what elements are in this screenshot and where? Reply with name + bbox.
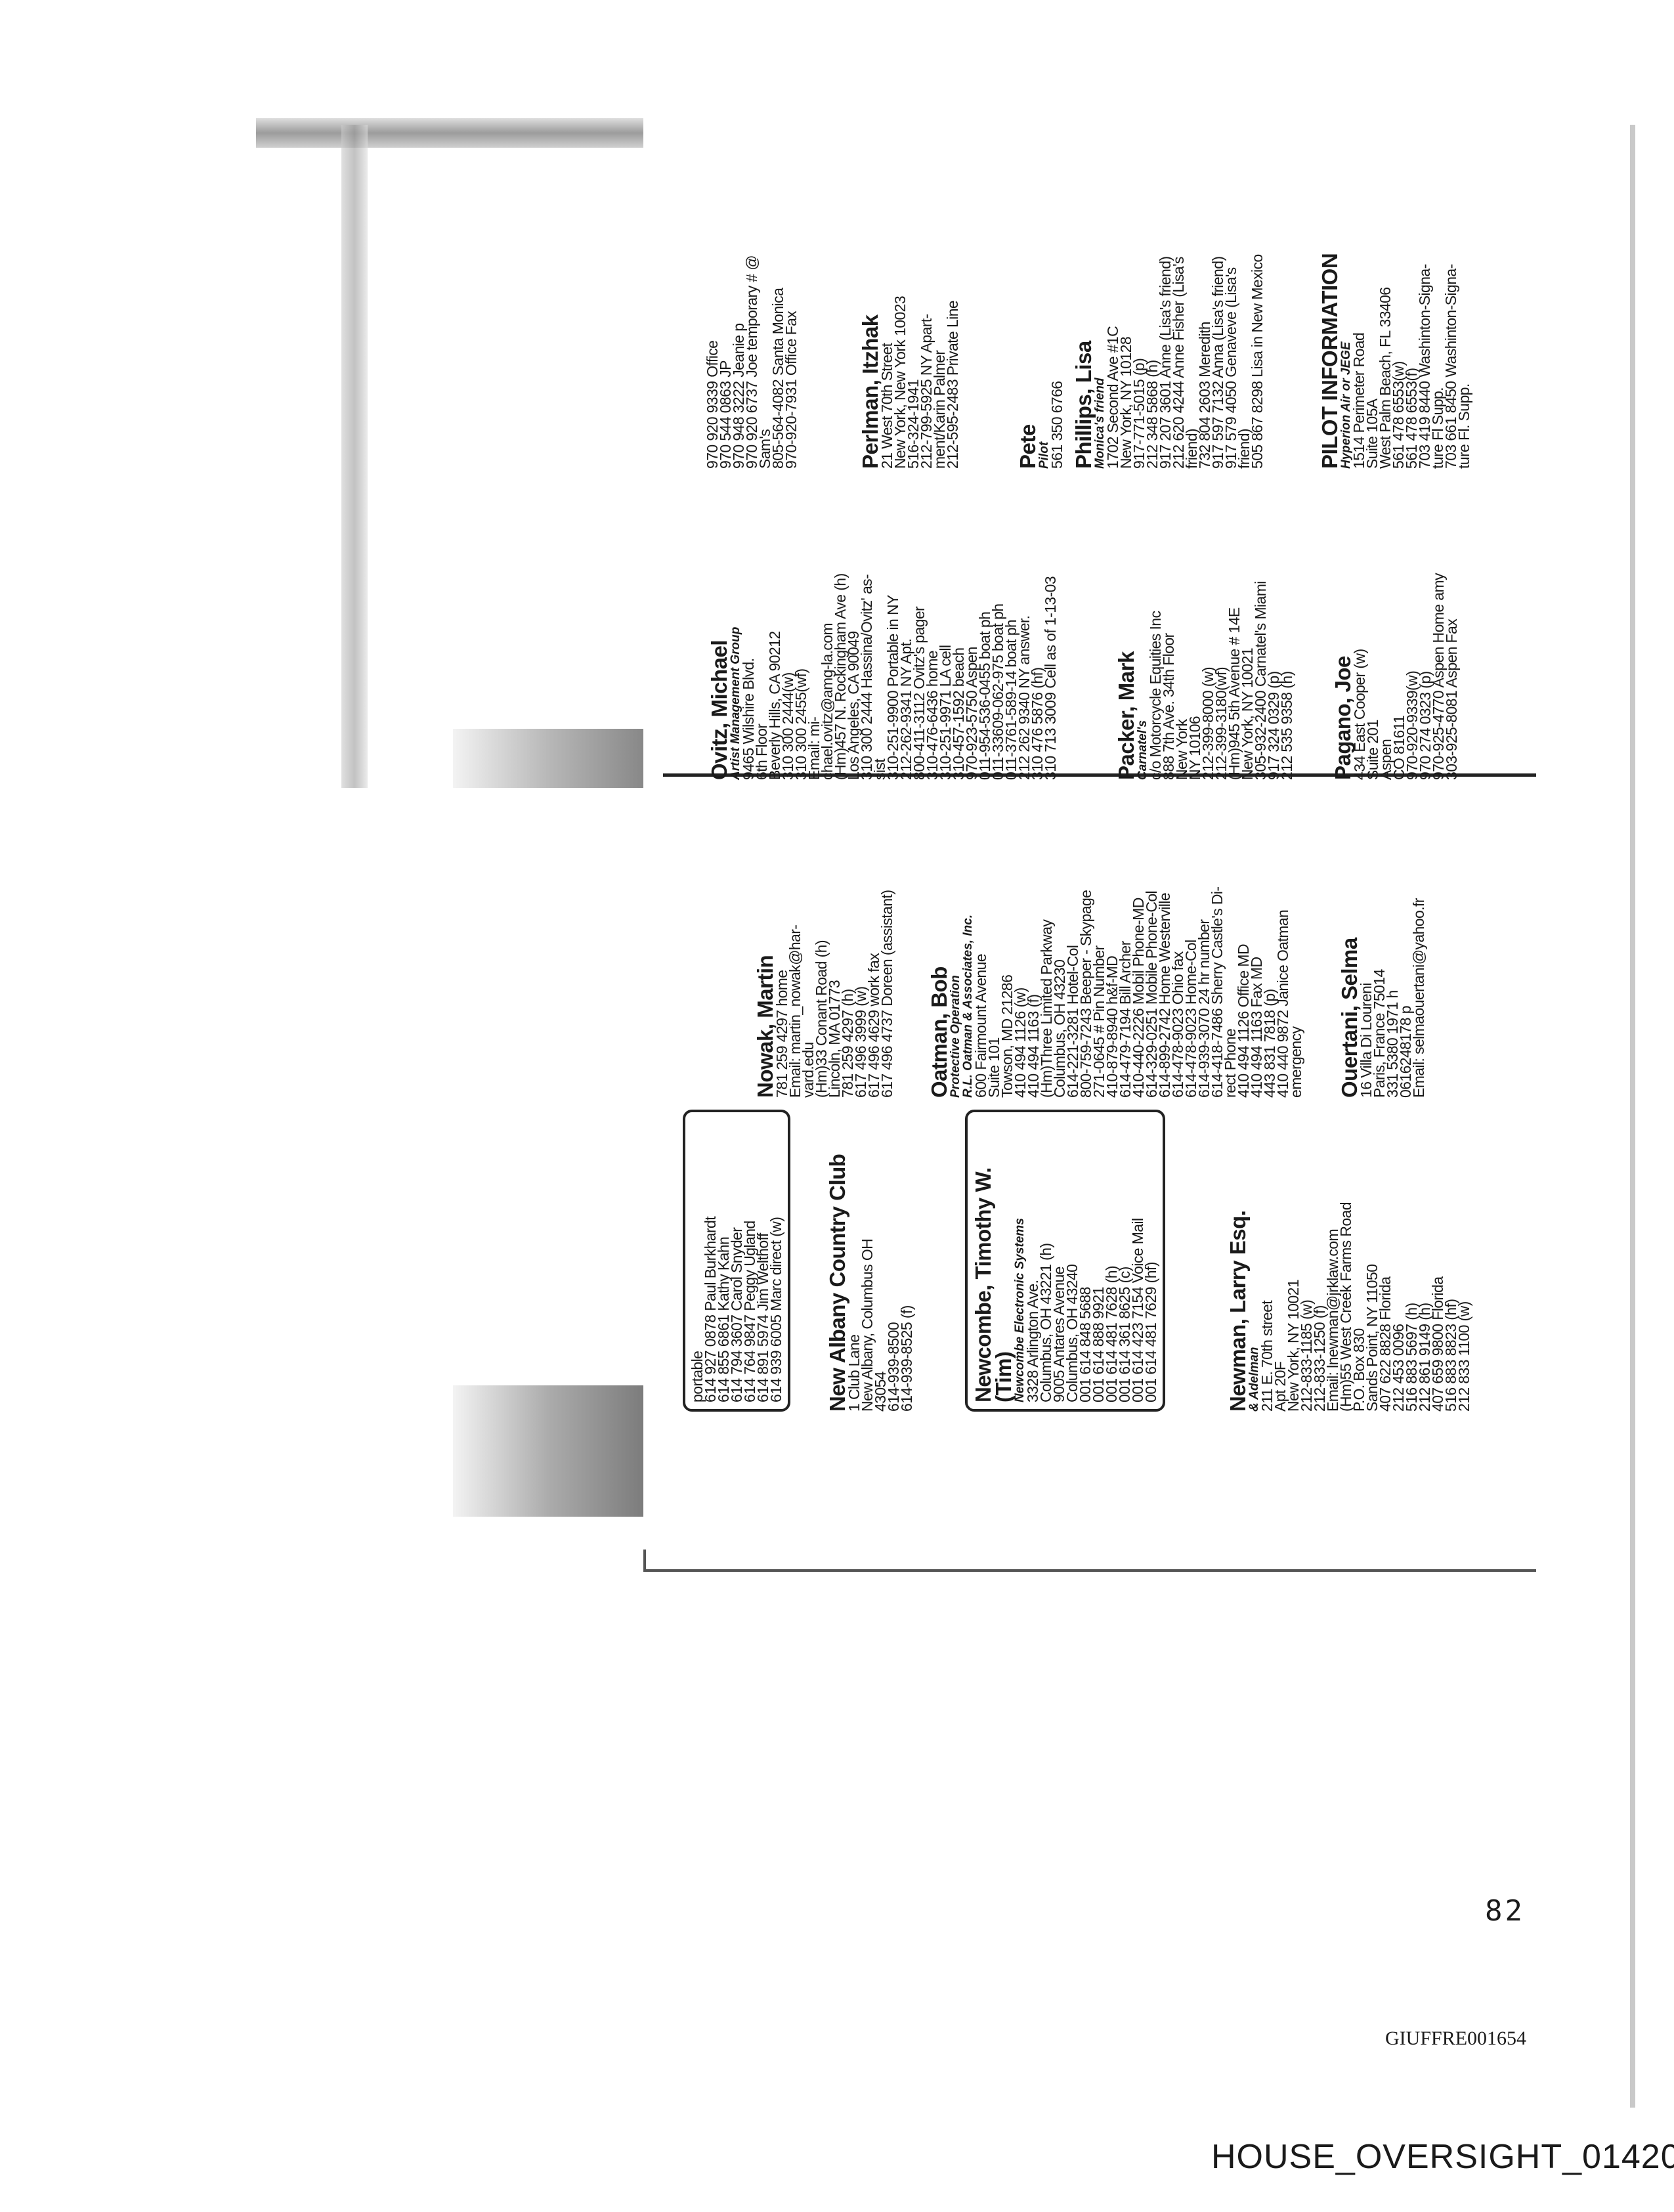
page-corner-line [643, 1550, 646, 1572]
contact-name: Newman, Larry Esq. [1226, 1210, 1250, 1412]
contact-detail-line: New Albany, Columbus OH [859, 1238, 876, 1412]
contact-detail-line: emergency [1287, 1026, 1304, 1098]
page-number: 82 [1485, 1894, 1525, 1928]
contact-name: Ouertani, Selma [1337, 938, 1362, 1098]
contact-detail-line: 303-925-8081 Aspen Fax [1443, 618, 1460, 780]
contact-name: New Albany Country Club [825, 1154, 849, 1412]
page-fold-line [663, 773, 1536, 777]
page-bottom-line [643, 1569, 1536, 1572]
contact-detail-line: 505 867 8298 Lisa in New Mexico [1249, 254, 1266, 469]
contact-detail-line: 917 579 4050 Genaveve (Lisa's [1222, 267, 1239, 469]
contact-detail-line: 212 620 4244 Anne Fisher (Lisa's [1170, 257, 1187, 469]
scan-artifact [341, 125, 368, 788]
contact-detail-line: 212-595-2483 Private Line [944, 300, 961, 469]
contact-name: Newcombe, Timothy W. (Tim) [971, 1167, 1016, 1402]
contact-name: Perlman, Itzhak [858, 314, 882, 469]
contact-name: Packer, Mark [1114, 651, 1138, 780]
scan-artifact [453, 729, 643, 788]
contact-detail-line: 614-939-8525 (f) [898, 1305, 915, 1412]
contact-detail-line: ture Fl. Supp. [1455, 383, 1472, 469]
page-edge [1630, 125, 1635, 2108]
contact-detail-line: 310 713 3009 Cell as of 1-13-03 [1042, 576, 1059, 780]
bates-number: GIUFFRE001654 [1385, 2028, 1527, 2049]
contact-detail-line: 617 496 4737 Doreen (assistant) [878, 890, 895, 1098]
scan-artifact [453, 1385, 643, 1517]
contact-detail-line: Email: selmaouertani@yahoo.fr [1410, 898, 1427, 1098]
scan-artifact [256, 118, 643, 148]
contact-name: Pagano, Joe [1331, 656, 1355, 780]
contact-entry: Newcombe, Timothy W. (Tim)Newcombe Elect… [965, 1110, 1165, 1412]
contact-detail-line: 001 614 481 7629 (hf) [1142, 1262, 1159, 1402]
contact-name: Pete [1016, 424, 1040, 469]
contact-name: Ovitz, Michael [707, 640, 731, 780]
contact-detail-line: 212 833 1100 (w) [1455, 1301, 1472, 1412]
contact-detail-line: 561 350 6766 [1048, 381, 1065, 469]
contact-detail-line: 970 920 6737 Joe temporary # @ [743, 255, 760, 469]
contact-detail-line: 970-920-7931 Office Fax [783, 311, 800, 469]
contact-detail-line: 212 535 9358 (h) [1278, 671, 1295, 780]
contact-detail-line: 310 300 2444 Hassina/Ovitz' as- [858, 574, 875, 780]
contact-affiliation: Protective Operation [949, 975, 962, 1098]
contact-name: Nowak, Martin [753, 955, 777, 1098]
contact-name: Phillips, Lisa [1071, 341, 1096, 469]
contact-name: PILOT INFORMATION [1318, 253, 1342, 469]
footer-id: HOUSE_OVERSIGHT_014208 [1211, 2138, 1674, 2176]
contact-name: Oatman, Bob [927, 966, 951, 1098]
contact-detail-line: Suite 201 [1364, 720, 1381, 780]
contact-detail-line: 614 939 6005 Marc direct (w) [767, 1217, 784, 1402]
